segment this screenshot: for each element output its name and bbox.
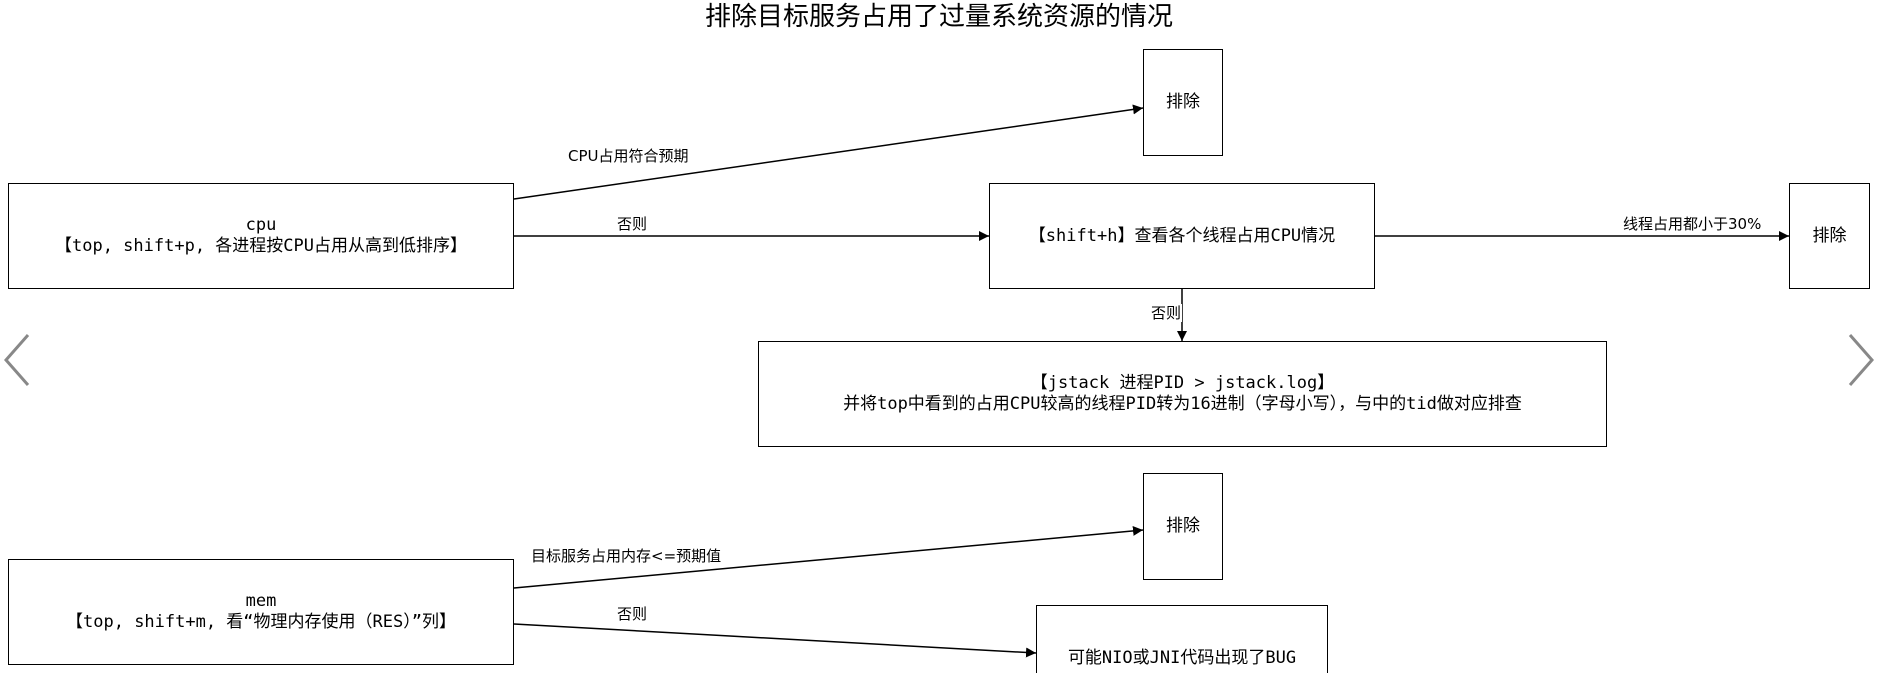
node-exclude-threads: 排除	[1789, 183, 1870, 289]
node-label: 并将top中看到的占用CPU较高的线程PID转为16进制（字母小写），与中的ti…	[843, 394, 1522, 414]
edge-label-threads-under-30: 线程占用都小于30%	[1622, 215, 1763, 233]
edge-label-threads-otherwise: 否则	[1150, 304, 1183, 322]
diagram-title: 排除目标服务占用了过量系统资源的情况	[704, 2, 1173, 32]
edge-cpu-to-exclude	[513, 104, 1144, 200]
node-label: 【jstack 进程PID > jstack.log】	[1030, 373, 1335, 393]
node-label: 可能NIO或JNI代码出现了BUG	[1067, 648, 1297, 668]
node-shift-h: 【shift+h】查看各个线程占用CPU情况	[989, 183, 1375, 289]
node-exclude-cpu: 排除	[1143, 49, 1223, 156]
next-arrow[interactable]	[1838, 325, 1878, 395]
edge-mem-to-exclude	[513, 525, 1144, 589]
chevron-right-icon	[1848, 334, 1874, 386]
previous-arrow[interactable]	[0, 325, 40, 395]
node-label: 【top, shift+m, 看“物理内存使用（RES）”列】	[66, 612, 456, 632]
edge-label-cpu-otherwise: 否则	[616, 215, 649, 233]
node-exclude-mem: 排除	[1143, 473, 1223, 580]
chevron-left-icon	[4, 334, 30, 386]
node-bug: 可能NIO或JNI代码出现了BUG	[1036, 605, 1328, 673]
node-label: 排除	[1812, 225, 1847, 246]
node-label: 【top, shift+p, 各进程按CPU占用从高到低排序】	[55, 236, 467, 256]
node-label: 【shift+h】查看各个线程占用CPU情况	[1028, 225, 1336, 246]
edge-mem-to-bug	[513, 623, 1037, 658]
node-mem: mem 【top, shift+m, 看“物理内存使用（RES）”列】	[8, 559, 514, 665]
node-jstack: 【jstack 进程PID > jstack.log】 并将top中看到的占用C…	[758, 341, 1607, 447]
edge-label-cpu-expected: CPU占用符合预期	[567, 147, 690, 165]
node-label: 排除	[1166, 92, 1200, 112]
node-label: 排除	[1166, 516, 1200, 536]
edge-label-mem-otherwise: 否则	[616, 605, 649, 623]
edge-label-mem-expected: 目标服务占用内存<=预期值	[530, 547, 723, 565]
node-label: mem	[245, 591, 277, 611]
node-cpu: cpu 【top, shift+p, 各进程按CPU占用从高到低排序】	[8, 183, 514, 289]
node-label: cpu	[245, 215, 277, 235]
